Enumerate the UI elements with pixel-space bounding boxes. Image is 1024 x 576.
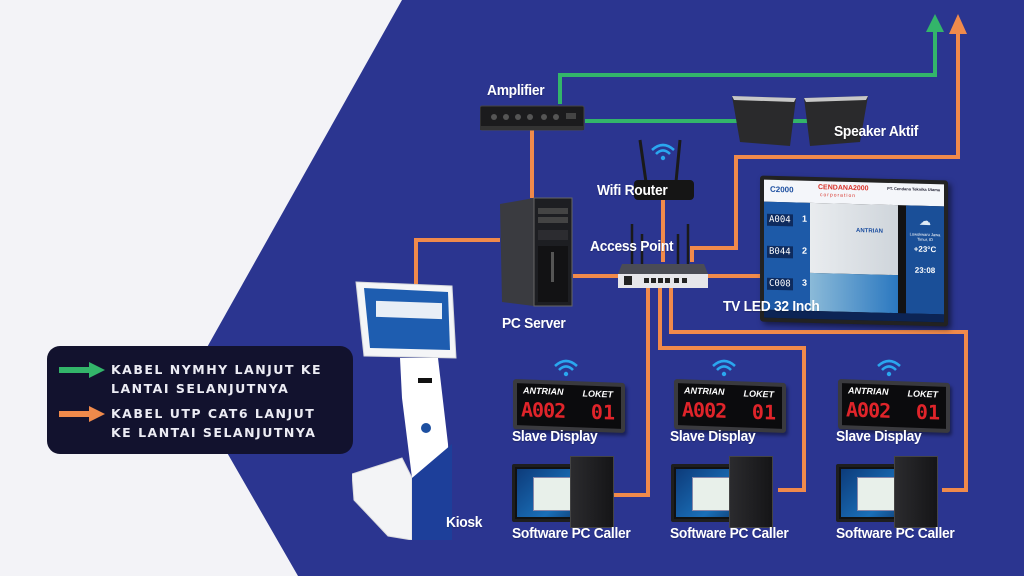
- amplifier-icon: [479, 105, 585, 131]
- arrow-right-green-icon: [59, 362, 105, 378]
- legend-text: KABEL NYMHY LANJUT KE LANTAI SELANJUTNYA: [111, 362, 323, 396]
- wifi-router-device: [630, 136, 700, 202]
- tv-queue-item: C008 3: [767, 277, 807, 291]
- slave-queue-number: A002: [846, 397, 891, 423]
- slave-header-queue: ANTRIAN: [684, 385, 725, 397]
- kiosk-device: [351, 278, 460, 541]
- legend-item-nymhy: KABEL NYMHY LANJUT KE LANTAI SELANJUTNYA: [59, 360, 341, 398]
- tv-weather-panel: ☁ Lowokwaru Jawa Timur, ID +23°C 23:08: [906, 205, 944, 315]
- access-point-icon: [618, 224, 708, 288]
- amplifier-label: Amplifier: [487, 82, 545, 99]
- wifi-signal-icon: [651, 143, 675, 161]
- slave-queue-number: A002: [682, 397, 727, 423]
- tv-queue-item: B044 2: [767, 245, 807, 259]
- pc-caller-label: Software PC Caller: [836, 525, 955, 542]
- wifi-signal-icon: [554, 359, 578, 377]
- tv-queue-item: A004 1: [767, 213, 807, 227]
- tv-label: TV LED 32 Inch: [723, 298, 820, 315]
- access-point-device: [618, 224, 710, 290]
- pc-tower-icon: [729, 456, 773, 528]
- tv-time: 23:08: [914, 265, 936, 276]
- wifi-router-label: Wifi Router: [597, 182, 668, 199]
- pc-caller-label: Software PC Caller: [670, 525, 789, 542]
- kiosk-label: Kiosk: [446, 514, 483, 531]
- tv-company: CENDANA2000: [818, 184, 869, 193]
- tv-slideshow: [810, 272, 898, 314]
- slave-display-2: ANTRIAN LOKET A002 01: [674, 379, 786, 433]
- legend-text: KABEL UTP CAT6 LANJUT KE LANTAI SELANJUT…: [111, 406, 317, 440]
- pc-server-label: PC Server: [502, 315, 566, 332]
- pc-caller-label: Software PC Caller: [512, 525, 631, 542]
- pc-server-device: [498, 196, 576, 308]
- utp-cables: [414, 30, 968, 497]
- pc-caller-3: [836, 456, 938, 528]
- slave-header-counter: LOKET: [582, 388, 614, 400]
- pc-caller-2: [671, 456, 773, 528]
- tv-city: Lowokwaru Jawa Timur, ID: [909, 231, 941, 243]
- slave-header-counter: LOKET: [743, 388, 775, 400]
- wifi-router-icon: [634, 139, 694, 200]
- cable-server-to-kiosk: [414, 238, 500, 290]
- cable-ap-to-caller-3: [669, 288, 968, 492]
- tv-queue-panel: A004 1 B044 2 C008 3: [764, 201, 810, 311]
- cable-ap-to-caller-1: [612, 288, 650, 497]
- pc-tower-icon: [894, 456, 938, 528]
- tv-company-sub: corporation: [820, 192, 857, 200]
- arrow-right-orange-icon: [59, 406, 105, 422]
- slave-display-label: Slave Display: [836, 428, 922, 445]
- kiosk-icon: [351, 281, 457, 541]
- tv-banner: ANTRIAN: [856, 228, 883, 235]
- cable-amplifier-to-next-floor: [558, 28, 937, 104]
- legend-item-utp: KABEL UTP CAT6 LANJUT KE LANTAI SELANJUT…: [59, 404, 341, 442]
- slave-header-queue: ANTRIAN: [848, 385, 889, 397]
- tv-video-area: ANTRIAN: [810, 202, 898, 276]
- pc-server-icon: [500, 197, 573, 307]
- slave-display-label: Slave Display: [512, 428, 598, 445]
- slave-display-label: Slave Display: [670, 428, 756, 445]
- slave-counter-number: 01: [915, 399, 940, 425]
- slave-display-3: ANTRIAN LOKET A002 01: [838, 379, 950, 433]
- legend-box: KABEL NYMHY LANJUT KE LANTAI SELANJUTNYA…: [47, 346, 353, 454]
- slave-queue-number: A002: [521, 397, 566, 423]
- slave-counter-number: 01: [751, 399, 776, 425]
- cable-ap-to-caller-2: [658, 288, 806, 492]
- slave-header-queue: ANTRIAN: [523, 385, 564, 397]
- wifi-signal-icon: [877, 359, 901, 377]
- tv-temperature: +23°C: [913, 244, 937, 255]
- tv-header-title: PT. Cendana Teknika Utama: [887, 185, 940, 193]
- speaker-device: [730, 92, 870, 148]
- slave-display-1: ANTRIAN LOKET A002 01: [513, 379, 625, 433]
- cloud-icon: ☁: [919, 213, 931, 229]
- pc-caller-1: [512, 456, 614, 528]
- slave-counter-number: 01: [590, 399, 615, 425]
- speaker-icon: [732, 96, 868, 146]
- pc-tower-icon: [570, 456, 614, 528]
- arrow-up-orange-icon: [949, 14, 967, 34]
- cable-ap-to-next-floor: [690, 30, 960, 262]
- amplifier-device: [479, 104, 586, 134]
- wifi-signal-icon: [712, 359, 736, 377]
- speaker-label: Speaker Aktif: [834, 123, 919, 140]
- arrow-up-green-icon: [926, 14, 944, 32]
- tv-brand: C2000: [770, 184, 794, 195]
- slave-header-counter: LOKET: [907, 388, 939, 400]
- access-point-label: Access Point: [590, 238, 674, 255]
